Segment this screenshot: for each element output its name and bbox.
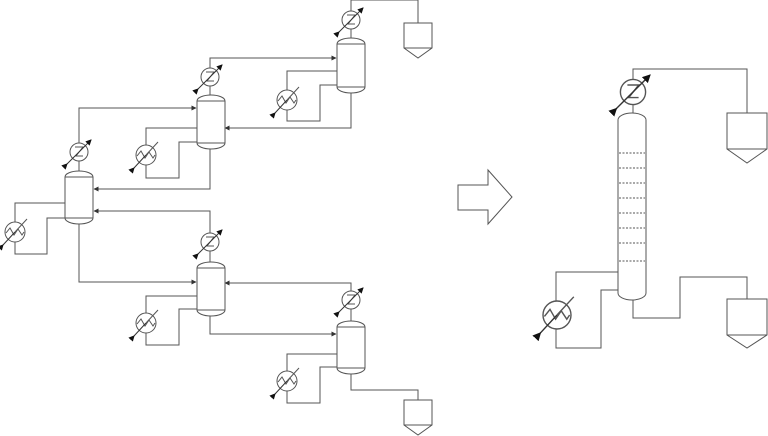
piping xyxy=(14,0,748,404)
flash-vessel xyxy=(196,261,226,317)
reboiler-icon xyxy=(3,219,27,245)
flash-vessel xyxy=(64,170,94,225)
condenser-icon xyxy=(339,8,363,32)
condenser-icon xyxy=(616,75,650,109)
reboiler-icon xyxy=(134,142,158,168)
product-drum xyxy=(403,22,433,59)
distillate-drum xyxy=(726,112,768,164)
product-drum xyxy=(403,399,433,436)
reboiler-icon xyxy=(275,368,299,394)
reboiler-icon xyxy=(134,310,158,336)
condenser-icon xyxy=(198,65,222,89)
bottoms-drum xyxy=(726,298,768,349)
distillation-column xyxy=(617,112,647,301)
transform-arrow-icon xyxy=(457,168,513,226)
condenser-icon xyxy=(67,140,91,164)
condenser-icon xyxy=(339,288,363,312)
flash-vessel xyxy=(336,320,366,375)
reboiler-icon xyxy=(275,87,299,113)
condenser-icon xyxy=(198,230,222,254)
flash-vessel xyxy=(336,37,366,94)
reboiler-icon xyxy=(540,297,574,333)
flash-vessel xyxy=(196,94,226,150)
